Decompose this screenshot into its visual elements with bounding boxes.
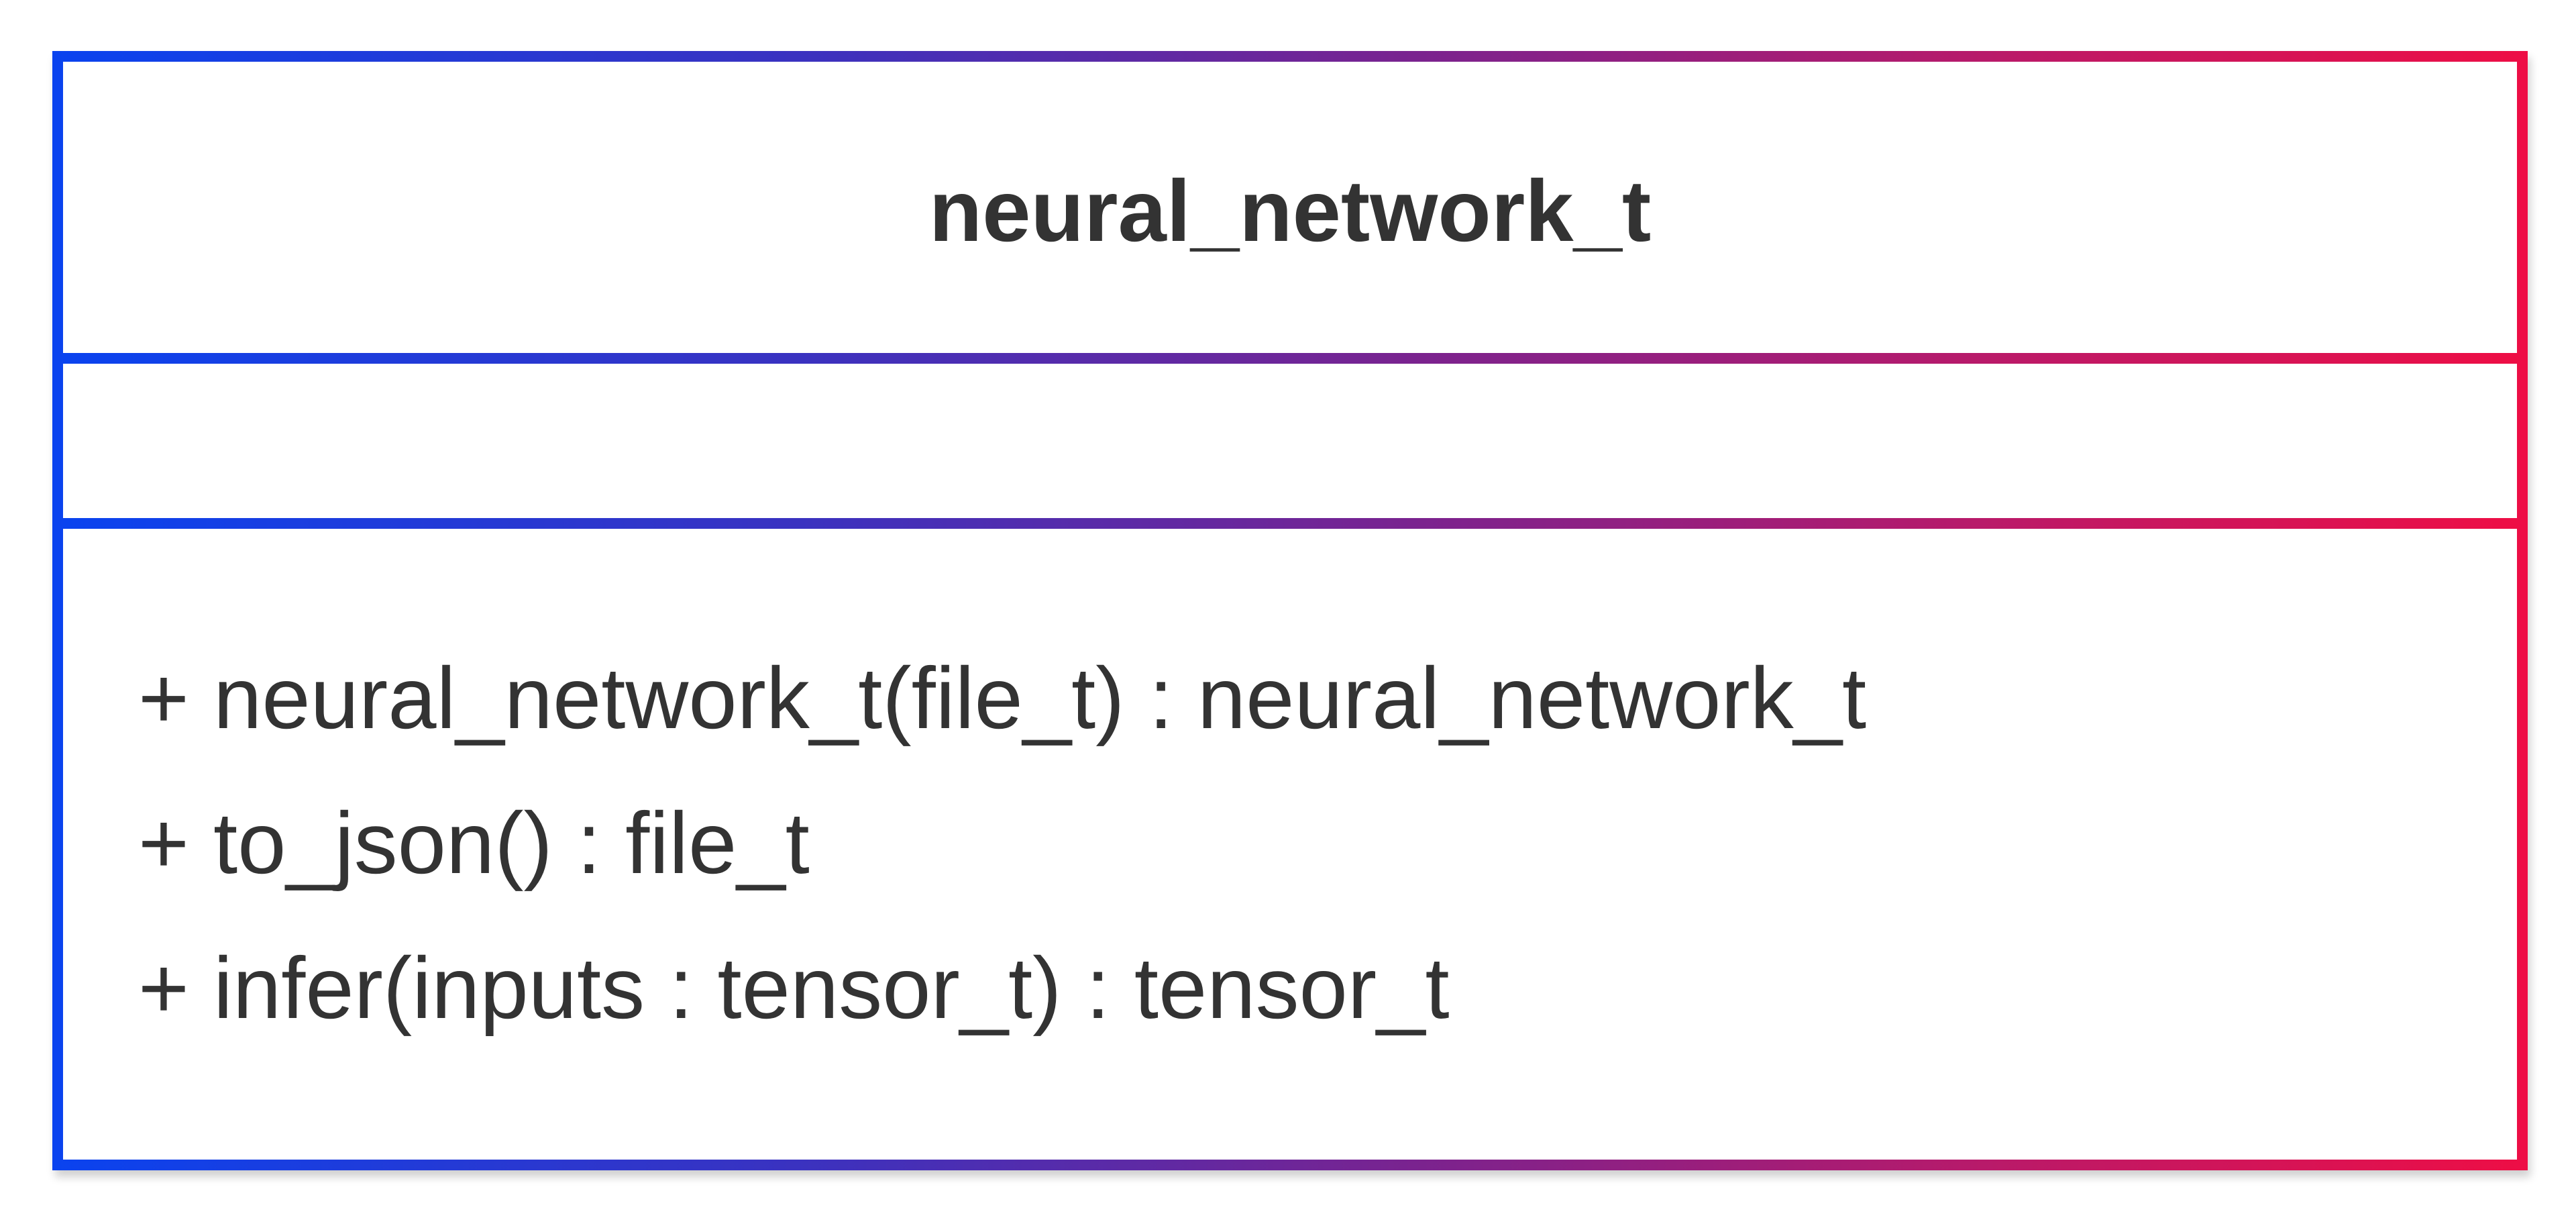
uml-class-body: neural_network_t + neural_network_t(file… <box>63 62 2517 1160</box>
method-to-json: + to_json() : file_t <box>138 794 810 892</box>
attributes-divider <box>63 518 2517 529</box>
method-infer: + infer(inputs : tensor_t) : tensor_t <box>138 939 1450 1037</box>
methods-compartment: + neural_network_t(file_t) : neural_netw… <box>63 529 2517 1160</box>
uml-class-box: neural_network_t + neural_network_t(file… <box>52 51 2528 1170</box>
attributes-compartment <box>63 364 2517 518</box>
method-constructor: + neural_network_t(file_t) : neural_netw… <box>138 649 1867 747</box>
class-name: neural_network_t <box>928 162 1652 260</box>
name-divider <box>63 353 2517 364</box>
class-name-compartment: neural_network_t <box>63 62 2517 353</box>
